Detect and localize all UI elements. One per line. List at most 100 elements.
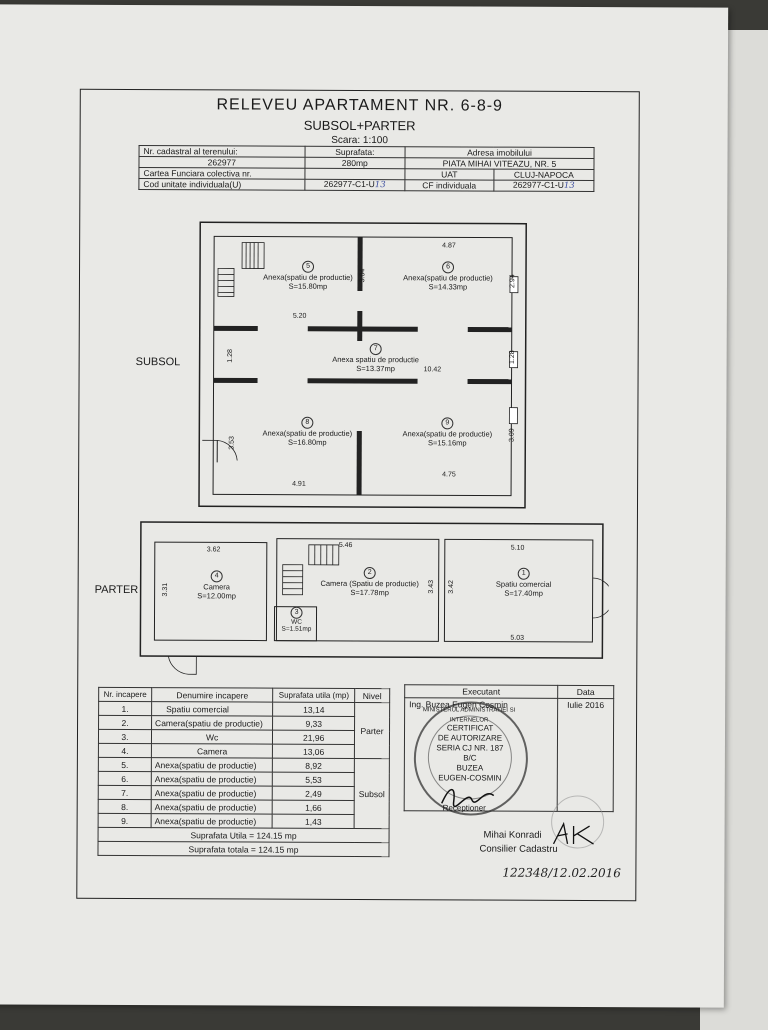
cell-no: 8. xyxy=(98,799,151,813)
consilier-signature xyxy=(550,820,610,850)
cell-no: 3. xyxy=(98,729,151,743)
date-header: Data xyxy=(558,685,614,698)
room-name: Anexa(spatiu de productie) xyxy=(403,273,493,282)
cf-collective-label: Cartea Funciara colectiva nr. xyxy=(139,168,305,180)
table-row: 2. Camera(spatiu de productie) 9,33 xyxy=(99,715,390,730)
col-header: Suprafata utila (mp) xyxy=(273,688,355,702)
table-row: 3. Wc 21,96 xyxy=(98,729,389,744)
room-name: Camera xyxy=(203,582,230,591)
cell-name: Anexa(spatiu de productie) xyxy=(151,758,272,773)
stamp-line: SERIA CJ NR. 187 xyxy=(436,743,503,752)
cadastral-value: 262977 xyxy=(139,157,305,169)
stamp-text: CERTIFICAT DE AUTORIZARE SERIA CJ NR. 18… xyxy=(430,723,510,783)
dim-label: 4.91 xyxy=(292,481,306,488)
rooms-summary-table: Nr. incapere Denumire incapere Suprafata… xyxy=(97,687,390,857)
cell-level-subsol: Subsol xyxy=(354,758,389,828)
dim-label: 5.46 xyxy=(339,542,353,549)
address-label: Adresa imobilului xyxy=(405,147,594,159)
address-value: PIATA MIHAI VITEAZU, NR. 5 xyxy=(405,158,594,170)
table-row: 7. Anexa(spatiu de productie) 2,49 xyxy=(98,785,389,800)
cell-area: 1,66 xyxy=(273,800,355,814)
room-number-badge: 8 xyxy=(301,417,313,429)
room-number-badge: 4 xyxy=(211,570,223,582)
table-row: 4. Camera 13,06 xyxy=(98,743,389,758)
cf-individual-label: CF individuala xyxy=(405,180,494,191)
dim-label: 3.04 xyxy=(359,269,366,283)
stamp-line: B/C xyxy=(463,753,476,762)
area-label: Suprafata: xyxy=(305,146,405,157)
col-header: Nivel xyxy=(355,688,390,702)
room-name: Spatiu comercial xyxy=(496,580,551,589)
subsol-label: SUBSOL xyxy=(136,356,181,368)
handwritten-unit-1: 13 xyxy=(375,180,386,190)
cell-no: 9. xyxy=(98,813,151,827)
room-name: Anexa(spatiu de productie) xyxy=(263,273,353,282)
drawing-frame: RELEVEU APARTAMENT NR. 6-8-9 SUBSOL+PART… xyxy=(76,89,640,901)
dim-label: 3.09 xyxy=(509,428,516,442)
room-name: Anexa(spatiu de productie) xyxy=(262,429,352,438)
stamp-line: DE AUTORIZARE xyxy=(438,733,502,742)
handwritten-reference: 122348/12.02.2016 xyxy=(502,866,621,881)
dim-label: 2.94 xyxy=(509,274,516,288)
parter-floor-plan xyxy=(138,520,609,682)
cell-name: Spatiu comercial xyxy=(152,702,273,717)
room-area: S=15.16mp xyxy=(428,438,467,447)
document-subtitle: SUBSOL+PARTER xyxy=(81,117,639,134)
area-value: 280mp xyxy=(305,157,405,168)
room-number-badge: 9 xyxy=(441,417,453,429)
dim-label: 3.43 xyxy=(428,580,435,594)
room-number-badge: 6 xyxy=(442,261,454,273)
room-number-badge: 1 xyxy=(518,568,530,580)
cell-area: 13,06 xyxy=(273,744,355,758)
dim-label: 5.03 xyxy=(510,635,524,642)
dim-label: 5.10 xyxy=(511,545,525,552)
receptioner-label: Receptioner xyxy=(443,803,486,812)
cell-no: 1. xyxy=(99,701,152,715)
room-number-badge: 7 xyxy=(370,343,382,355)
room-name: WC xyxy=(291,619,302,626)
consilier-title: Consilier Cadastru xyxy=(479,844,557,855)
room-area: S=15.80mp xyxy=(289,282,328,291)
dim-label: 3.31 xyxy=(162,583,169,597)
table-row: 8. Anexa(spatiu de productie) 1,66 xyxy=(98,799,389,814)
cell-area: 2,49 xyxy=(273,786,355,800)
cell-area: 1,43 xyxy=(272,814,354,828)
room-area: S=14.33mp xyxy=(429,282,468,291)
parter-room-3: 3 WC S=1.51mp xyxy=(274,607,318,633)
dim-label: 3.42 xyxy=(448,580,455,594)
cell-no: 5. xyxy=(98,757,151,771)
unit-code-value: 262977-C1-U13 xyxy=(305,179,405,190)
door-swing-icon xyxy=(593,598,609,618)
room-area: S=17.78mp xyxy=(350,588,389,597)
document-page: RELEVEU APARTAMENT NR. 6-8-9 SUBSOL+PART… xyxy=(0,4,728,1007)
door-swing-icon xyxy=(168,656,196,674)
cf-individual-value: 262977-C1-U13 xyxy=(494,180,594,191)
parter-room-4: 4 Camera S=12.00mp xyxy=(177,570,257,600)
cell-no: 7. xyxy=(98,785,151,799)
parter-room-1: 1 Spatiu comercial S=17.40mp xyxy=(469,567,579,597)
subsol-room-7: 7 Anexa spatiu de productie S=13.37mp xyxy=(316,343,436,374)
room-number-badge: 2 xyxy=(364,567,376,579)
unit-code-text: 262977-C1-U xyxy=(324,179,375,189)
executant-header: Executant xyxy=(405,685,558,699)
cf-individual-text: 262977-C1-U xyxy=(513,180,564,190)
dim-label: 4.75 xyxy=(442,471,456,478)
stamp-line: CERTIFICAT xyxy=(447,723,493,732)
room-area: S=13.37mp xyxy=(356,364,395,373)
parter-room-2: 2 Camera (Spatiu de productie) S=17.78mp xyxy=(305,567,435,598)
room-name: Camera (Spatiu de productie) xyxy=(320,579,418,588)
subsol-room-6: 6 Anexa(spatiu de productie) S=14.33mp xyxy=(393,261,503,291)
dim-label: 5.20 xyxy=(293,313,307,320)
col-header: Denumire incapere xyxy=(152,688,273,703)
cell-area: 13,14 xyxy=(273,702,355,716)
room-area: S=17.40mp xyxy=(504,589,543,598)
room-area: S=12.00mp xyxy=(197,591,236,600)
cell-no: 2. xyxy=(99,715,152,729)
cadastral-label: Nr. cadastral al terenului: xyxy=(139,146,305,158)
dim-label: 3.53 xyxy=(229,436,236,450)
cell-area: 5,53 xyxy=(273,772,355,786)
total-usable-area: Suprafata Utila = 124.15 mp xyxy=(98,827,389,842)
cell-no: 4. xyxy=(98,743,151,757)
cell-area: 8,92 xyxy=(273,758,355,772)
uat-label: UAT xyxy=(405,169,494,180)
